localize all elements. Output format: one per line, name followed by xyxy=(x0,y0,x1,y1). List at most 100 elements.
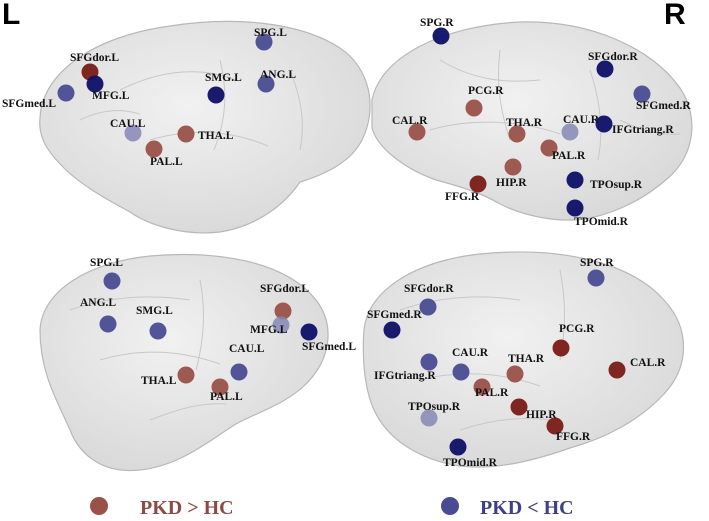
node-ffg-r xyxy=(469,175,487,193)
legend-increase-label: PKD > HC xyxy=(140,497,234,519)
node-spg-l xyxy=(103,272,121,290)
node-spg-r xyxy=(432,27,450,45)
legend: PKD > HC PKD < HC xyxy=(90,497,574,519)
node-sfgdor-r xyxy=(596,60,614,78)
node-label-pal-l: PAL.L xyxy=(150,156,183,168)
node-label-sfgmed-r: SFGmed.R xyxy=(367,309,422,321)
node-label-sfgdor-r: SFGdor.R xyxy=(404,283,454,295)
node-pal-l xyxy=(145,140,163,158)
node-tha-l xyxy=(177,125,195,143)
brain-left-medial xyxy=(39,253,329,472)
node-label-mfg-l: MFG.L xyxy=(250,324,288,336)
node-label-cal-r: CAL.R xyxy=(392,115,428,127)
node-spg-l xyxy=(255,33,273,51)
node-label-cau-l: CAU.L xyxy=(229,343,265,355)
node-sfgmed-l xyxy=(57,84,75,102)
node-tha-r xyxy=(506,365,524,383)
node-label-sfgmed-r: SFGmed.R xyxy=(636,100,691,112)
node-label-pal-r: PAL.R xyxy=(475,387,509,399)
node-cau-r xyxy=(452,363,470,381)
node-label-pal-l: PAL.L xyxy=(210,391,243,403)
node-label-tha-l: THA.L xyxy=(198,130,234,142)
node-mfg-l xyxy=(272,316,290,334)
node-label-pal-r: PAL.R xyxy=(552,150,586,162)
node-label-ifgtriang-r: IFGtriang.R xyxy=(612,124,674,136)
node-ang-l xyxy=(99,315,117,333)
node-ang-l xyxy=(257,75,275,93)
node-label-smg-l: SMG.L xyxy=(136,305,173,317)
node-cal-r xyxy=(408,123,426,141)
node-label-tpomid-r: TPOmid.R xyxy=(574,216,629,228)
node-label-tha-r: THA.R xyxy=(506,117,543,129)
node-label-sfgmed-l: SFGmed.L xyxy=(302,341,356,353)
node-ifgtriang-r xyxy=(420,353,438,371)
node-hip-r xyxy=(504,158,522,176)
node-label-tha-r: THA.R xyxy=(508,353,545,365)
node-label-hip-r: HIP.R xyxy=(496,177,527,189)
node-label-cal-r: CAL.R xyxy=(630,357,666,369)
region-nodes: SFGdor.L MFG.L SFGmed.L SPG.L SMG.L ANG.L CAU.… xyxy=(2,17,691,469)
node-label-ffg-r: FFG.R xyxy=(556,431,591,443)
node-label-tpomid-r: TPOmid.R xyxy=(443,457,498,469)
node-label-sfgdor-l: SFGdor.L xyxy=(70,52,119,64)
node-tpomid-r xyxy=(449,438,467,456)
node-tposup-r xyxy=(566,171,584,189)
node-label-spg-r: SPG.R xyxy=(580,257,614,269)
node-label-cau-r: CAU.R xyxy=(452,347,489,359)
node-label-ang-l: ANG.L xyxy=(260,69,296,81)
node-sfgmed-l xyxy=(300,323,318,341)
node-sfgmed-r xyxy=(383,321,401,339)
node-label-spg-r: SPG.R xyxy=(420,17,454,29)
node-pal-l xyxy=(211,378,229,396)
node-pcg-r xyxy=(552,339,570,357)
node-tha-l xyxy=(177,366,195,384)
legend-decrease-marker xyxy=(441,497,459,515)
node-label-smg-l: SMG.L xyxy=(205,72,242,84)
left-hemisphere-label: L xyxy=(2,0,20,31)
node-label-ang-l: ANG.L xyxy=(80,297,116,309)
node-ffg-r xyxy=(546,417,564,435)
right-hemisphere-label: R xyxy=(664,0,686,31)
node-label-sfgdor-l: SFGdor.L xyxy=(260,283,309,295)
node-label-spg-l: SPG.L xyxy=(254,27,287,39)
node-smg-l xyxy=(149,322,167,340)
node-label-tposup-r: TPOsup.R xyxy=(408,401,461,413)
node-pcg-r xyxy=(465,99,483,117)
node-mfg-l xyxy=(86,75,104,93)
node-label-tposup-r: TPOsup.R xyxy=(590,179,643,191)
legend-decrease-label: PKD < HC xyxy=(480,497,574,519)
node-tha-r xyxy=(508,125,526,143)
node-label-mfg-l: MFG.L xyxy=(92,90,130,102)
node-label-pcg-r: PCG.R xyxy=(468,85,504,97)
view-left-medial: SPG.L ANG.L SMG.L SFGdor.L MFG.L SFGmed.L CAU.… xyxy=(80,257,356,403)
view-left-lateral: SFGdor.L MFG.L SFGmed.L SPG.L SMG.L ANG.L CAU.… xyxy=(2,27,296,168)
node-hip-r xyxy=(510,398,528,416)
node-label-ifgtriang-r: IFGtriang.R xyxy=(374,370,436,382)
node-label-sfgdor-r: SFGdor.R xyxy=(588,51,638,63)
node-label-hip-r: HIP.R xyxy=(526,409,557,421)
legend-increase-marker xyxy=(90,497,108,515)
node-label-pcg-r: PCG.R xyxy=(559,323,595,335)
node-label-cau-l: CAU.L xyxy=(110,118,146,130)
node-smg-l xyxy=(207,86,225,104)
node-cal-r xyxy=(608,361,626,379)
view-right-medial: SPG.R SFGdor.R SFGmed.R PCG.R CAL.R IFGtriang… xyxy=(367,257,666,469)
brain-left-lateral xyxy=(39,20,371,234)
brain-right-medial xyxy=(362,251,684,468)
node-sfgdor-r xyxy=(419,298,437,316)
node-ifgtriang-r xyxy=(595,115,613,133)
node-sfgmed-r xyxy=(633,85,651,103)
node-pal-r xyxy=(540,139,558,157)
node-cau-l xyxy=(124,124,142,142)
node-pal-r xyxy=(473,378,491,396)
node-tposup-r xyxy=(420,409,438,427)
node-label-tha-l: THA.L xyxy=(141,375,177,387)
node-tpomid-r xyxy=(566,199,584,217)
node-cau-l xyxy=(230,363,248,381)
node-cau-r xyxy=(561,123,579,141)
node-label-spg-l: SPG.L xyxy=(90,257,123,269)
node-label-sfgmed-l: SFGmed.L xyxy=(2,98,56,110)
node-spg-r xyxy=(587,269,605,287)
